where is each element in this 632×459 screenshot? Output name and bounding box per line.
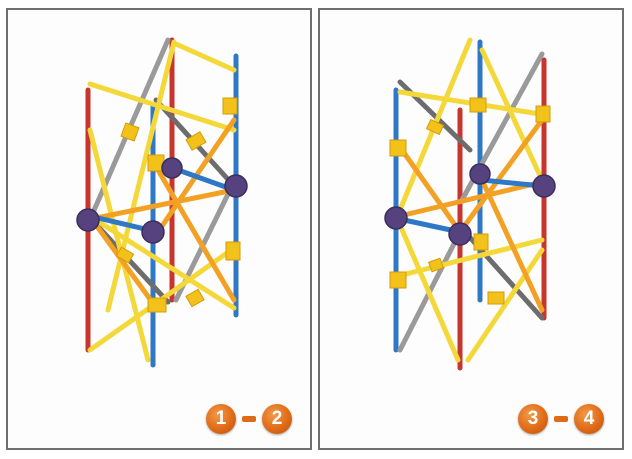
rod-yellow — [399, 237, 545, 278]
rod-yellow — [479, 47, 545, 183]
step-badge-end: 2 — [262, 404, 292, 434]
rod-orange — [93, 222, 161, 313]
connector — [147, 297, 167, 313]
connector — [120, 122, 140, 142]
hub — [76, 208, 100, 232]
hub — [161, 157, 183, 179]
hub — [141, 220, 165, 244]
rod-orange — [93, 187, 237, 221]
connector — [185, 131, 207, 151]
step-separator: - — [554, 416, 568, 422]
hub — [469, 163, 491, 185]
right-structure-illustration — [384, 37, 556, 371]
rod-orange — [399, 147, 463, 235]
connector — [425, 118, 445, 136]
hub — [448, 222, 472, 246]
rod-blue — [479, 177, 545, 189]
connector — [473, 233, 489, 251]
connector — [469, 97, 487, 113]
rod-yellow — [465, 247, 545, 363]
rod-yellow — [397, 222, 461, 363]
step-badge-start: 3 — [518, 404, 548, 434]
rod-yellow — [173, 41, 237, 73]
connector — [185, 288, 205, 308]
connector — [225, 241, 241, 261]
right-panel: 3 - 4 — [318, 8, 624, 450]
hub — [384, 206, 408, 230]
rod-orange — [479, 177, 545, 313]
connector — [115, 246, 135, 264]
hub — [224, 174, 248, 198]
left-panel: 1 - 2 — [6, 8, 312, 450]
step-range-badges: 3 - 4 — [518, 404, 604, 434]
rod-yellow — [87, 81, 237, 133]
connector — [389, 271, 407, 289]
step-badge-end: 4 — [574, 404, 604, 434]
rod-yellow — [105, 39, 177, 313]
step-range-badges: 1 - 2 — [206, 404, 292, 434]
connector — [428, 257, 444, 273]
rod-orange — [401, 179, 545, 218]
step-badge-start: 1 — [206, 404, 236, 434]
step-separator: - — [242, 416, 256, 422]
connector — [487, 291, 505, 305]
rod-yellow — [93, 217, 237, 311]
rod-yellow — [87, 127, 151, 363]
hub — [532, 174, 556, 198]
connector — [222, 97, 238, 115]
connector — [535, 105, 551, 123]
connector — [389, 139, 407, 157]
rod-orange — [155, 167, 237, 303]
rod-orange — [457, 117, 545, 235]
left-structure-illustration — [76, 37, 248, 368]
